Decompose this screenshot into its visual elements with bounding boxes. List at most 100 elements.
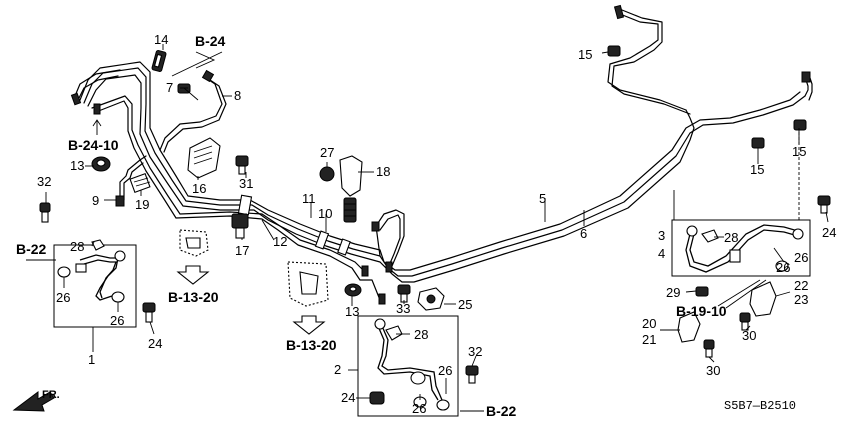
part-label: 32 — [468, 344, 482, 359]
bolt-part-30-lower — [703, 339, 715, 358]
reference-b22-left[interactable]: B-22 — [16, 241, 47, 257]
bracket-part-22-23 — [749, 281, 777, 317]
part-label: 26 — [412, 401, 426, 416]
part-label: 21 — [642, 332, 656, 347]
part-label: 1 — [88, 352, 95, 367]
part-label: 12 — [273, 234, 287, 249]
part-label: 4 — [658, 246, 665, 261]
part-label: 25 — [458, 297, 472, 312]
reference-arrows — [26, 51, 761, 412]
brake-pipe-small-left — [119, 155, 147, 201]
part-label: 24 — [341, 390, 355, 405]
part-label: 15 — [792, 144, 806, 159]
clip-part-15-center — [751, 137, 765, 149]
part-label: 16 — [192, 181, 206, 196]
part-label: 28 — [414, 327, 428, 342]
pipe-clips — [237, 194, 351, 256]
part-label: 19 — [135, 197, 149, 212]
grommet-part-13-upper — [91, 156, 111, 172]
part-label: 32 — [37, 174, 51, 189]
grommet-part-13-center — [344, 283, 362, 297]
part-label: 13 — [345, 304, 359, 319]
brake-pipe-upper-left — [74, 69, 227, 153]
part-label: 30 — [742, 328, 756, 343]
bracket-silhouette-a — [179, 229, 209, 257]
bolt-part-31 — [235, 155, 249, 175]
part-label: 3 — [658, 228, 665, 243]
reference-b24[interactable]: B-24 — [195, 33, 226, 49]
part-label: 2 — [334, 362, 341, 377]
brake-hose-assembly-right — [671, 219, 811, 277]
brake-pipe-center-branch — [375, 209, 405, 269]
part-label: 26 — [56, 290, 70, 305]
part-label: 26 — [776, 260, 790, 275]
part-label: 6 — [580, 226, 587, 241]
bracket-part-16 — [187, 137, 221, 179]
part-label: 33 — [396, 301, 410, 316]
bolt-part-32-left — [39, 202, 51, 223]
brake-hose-assembly-left — [53, 239, 137, 328]
part-label: 20 — [642, 316, 656, 331]
reference-b13-20-a[interactable]: B-13-20 — [168, 289, 219, 305]
leader-lines — [45, 44, 829, 400]
part-label: 15 — [578, 47, 592, 62]
part-label: 10 — [318, 206, 332, 221]
part-label: 31 — [239, 176, 253, 191]
bolt-part-30-upper — [739, 312, 751, 331]
part-label: 5 — [539, 191, 546, 206]
bolt-part-7 — [177, 83, 199, 101]
arrow-down-b13-20-b — [292, 315, 326, 335]
part-label: 7 — [166, 80, 173, 95]
part-label: 23 — [794, 292, 808, 307]
reference-b13-20-b[interactable]: B-13-20 — [286, 337, 337, 353]
reference-b24-10[interactable]: B-24-10 — [68, 137, 119, 153]
part-label: 14 — [154, 32, 168, 47]
part-number-labels: 14 7 8 13 9 19 16 31 17 27 18 11 10 12 5… — [37, 32, 836, 416]
reference-b22-bottom[interactable]: B-22 — [486, 403, 517, 419]
bolt-part-33 — [397, 284, 411, 303]
brake-hose-assembly-center — [357, 315, 459, 417]
hose-box-center — [357, 315, 459, 417]
diagram-code: S5B7—B2510 — [724, 399, 796, 413]
part-label: 8 — [234, 88, 241, 103]
part-label: 11 — [302, 191, 316, 206]
part-label: 26 — [438, 363, 452, 378]
part-label: 30 — [706, 363, 720, 378]
brake-pipe-rear-long — [379, 9, 813, 283]
front-direction-label: FR. — [42, 389, 60, 401]
bracket-silhouette-b — [287, 261, 329, 307]
clip-part-15-top — [607, 45, 621, 57]
clip-part-19 — [129, 172, 151, 194]
hose-box-right — [671, 219, 811, 277]
part-label: 28 — [724, 230, 738, 245]
nut-part-27 — [319, 166, 335, 182]
part-label: 29 — [666, 285, 680, 300]
bracket-part-18 — [339, 155, 363, 223]
part-label: 15 — [750, 162, 764, 177]
arrow-down-b13-20-a — [176, 265, 210, 285]
part-label: 26 — [110, 313, 124, 328]
reference-b19-10[interactable]: B-19-10 — [676, 303, 727, 319]
part-label: 24 — [148, 336, 162, 351]
bolt-part-24-left — [142, 302, 156, 323]
part-label: 26 — [794, 250, 808, 265]
reference-labels: B-24 B-24-10 B-22 B-13-20 B-13-20 B-22 B… — [16, 33, 727, 419]
front-direction-arrow-icon — [12, 391, 55, 412]
clip-part-17 — [231, 213, 249, 239]
clip-part-14 — [151, 49, 167, 73]
part-label: 24 — [822, 225, 836, 240]
part-label: 22 — [794, 278, 808, 293]
brake-pipe-bundle-front — [79, 61, 381, 301]
bolt-part-29 — [695, 286, 709, 297]
clip-part-15-right — [793, 119, 807, 131]
joint-part-25 — [417, 287, 445, 311]
part-label: 13 — [70, 158, 84, 173]
part-label: 28 — [70, 239, 84, 254]
bolt-part-24-right — [817, 195, 831, 214]
pipe-fittings — [70, 4, 811, 305]
part-label: 27 — [320, 145, 334, 160]
part-label: 18 — [376, 164, 390, 179]
part-label: 17 — [235, 243, 249, 258]
part-label: 9 — [92, 193, 99, 208]
